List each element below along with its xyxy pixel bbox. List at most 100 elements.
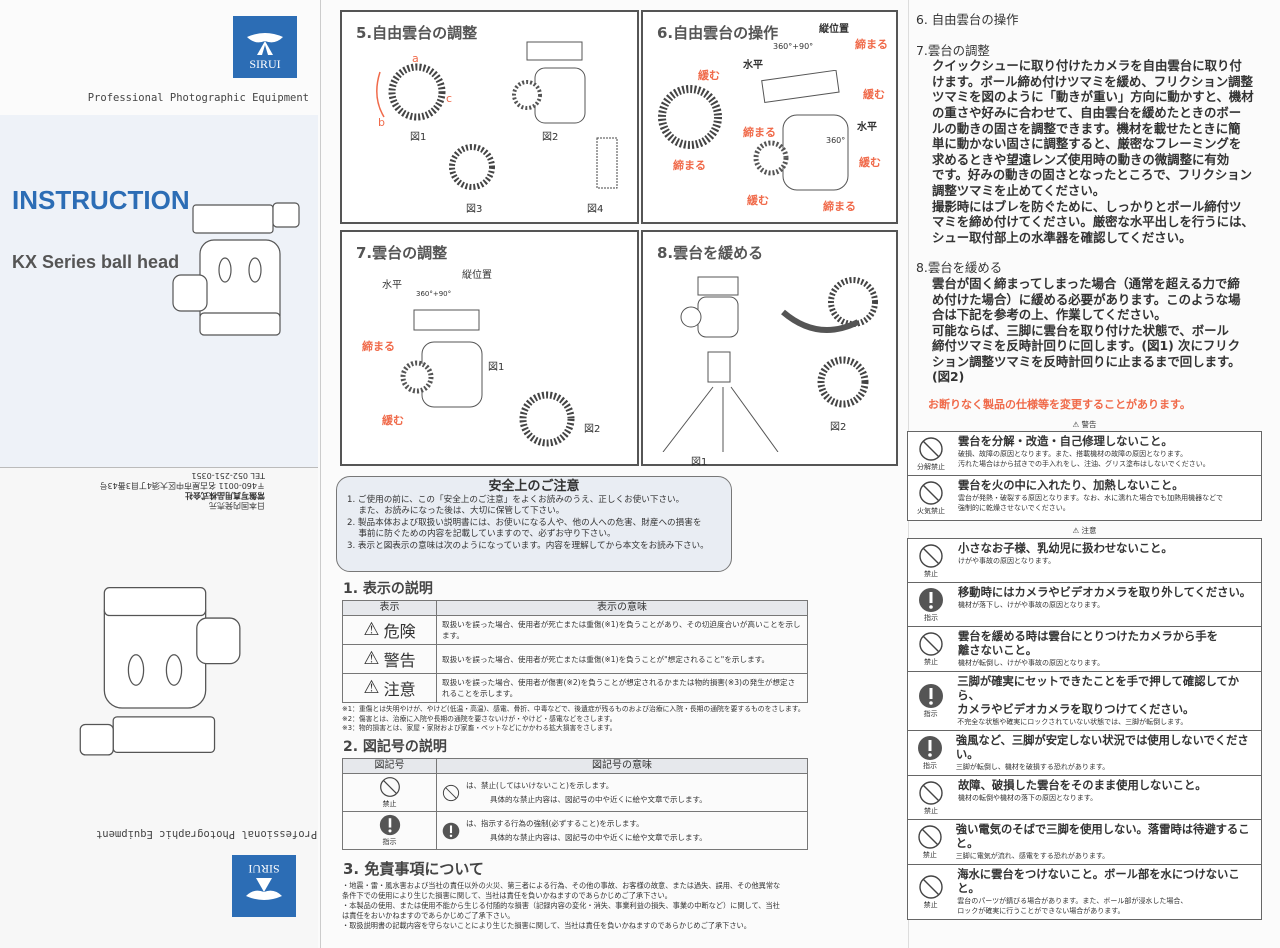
- icon-cell: 指示: [908, 583, 954, 626]
- icon-cell: 禁止: [908, 776, 954, 819]
- safety-item: 事前に防ぐための内容を記載していますので、必ずお守り下さい。: [347, 529, 616, 539]
- angle-label: 360°+90°: [416, 290, 452, 298]
- disclaimer-line: ・本製品の使用、または使用不能から生じる付随的な損害（記録内容の変化・消失、事業…: [342, 901, 780, 910]
- icon-label: 禁止: [924, 658, 938, 666]
- prohibit-icon: [442, 784, 460, 801]
- signal-word-cell: ⚠注意: [342, 673, 437, 703]
- text-cell: 強い電気のそばで三脚を使用しない。落雷時は待避すること。三脚に電気が流れ、感電を…: [952, 820, 1261, 864]
- disclaimer-line: 条件下での使用により生じた損害に関して、当社は責任を負いかねますのであらかじめご…: [342, 891, 672, 900]
- panel-title: 8.雲台を緩める: [657, 244, 764, 262]
- label-horizontal: 水平: [857, 122, 877, 133]
- knob-side-illustration: [596, 137, 618, 189]
- column-header: 図記号: [342, 758, 437, 774]
- fig-label: 図3: [466, 204, 483, 215]
- icon-label: 禁止: [923, 901, 938, 909]
- knob-illustration: [817, 356, 869, 408]
- item-heading: 三脚が確実にセットできたことを手で押して確認してから、: [957, 675, 1240, 702]
- text-cell: 海水に雲台をつけないこと。ボール部を水につけないこと。雲台のパーツが錆びる場合が…: [953, 865, 1261, 919]
- icon-cell: 火気禁止: [908, 476, 954, 520]
- fig-label: 図2: [830, 422, 847, 433]
- angle-label: 360°+90°: [773, 42, 814, 51]
- caution-row: 禁止 海水に雲台をつけないこと。ボール部を水につけないこと。雲台のパーツが錆びる場…: [908, 865, 1261, 919]
- item-detail: けがや事故の原因となります。: [958, 557, 1056, 565]
- item-heading: 小さなお子様、乳幼児に扱わせないこと。: [958, 542, 1173, 555]
- item-detail: 汚れた場合はから拭きでの手入れをし、注油、グリス塗布はしないでください。: [958, 460, 1210, 468]
- instruction-icon: [442, 822, 460, 839]
- column-header: 表示: [342, 600, 437, 616]
- warning-row: 火気禁止雲台を火の中に入れたり、加熱しないこと。雲台が発熱・破裂する原因となりま…: [908, 476, 1261, 520]
- back-tagline: Professional Photographic Equipment: [96, 828, 318, 840]
- logo-mark-icon: [247, 33, 283, 55]
- fig-label: 図1: [691, 457, 708, 468]
- loosen-label: 緩む: [382, 414, 404, 427]
- item-detail: 三脚に電気が流れ、感電をする恐れがあります。: [955, 852, 1110, 860]
- signal-word: ⚠注意: [348, 676, 431, 700]
- ball-head-illustration: [512, 41, 586, 124]
- knob-illustration: [658, 85, 722, 149]
- text-cell: 移動時にはカメラやビデオカメラを取り外してください。機材が落下し、けがや事故の原…: [954, 583, 1255, 626]
- icon-cell: 禁止: [908, 539, 954, 582]
- icon-cell: 指示: [908, 731, 952, 775]
- item-heading: 強い電気のそばで三脚を使用しない。落雷時は待避すること。: [955, 823, 1250, 850]
- symbol-meaning-text: は、禁止(してはいけないこと)を示します。具体的な禁止内容は、図記号の中や近くに…: [466, 780, 707, 805]
- paragraph-line: 雲台が固く締まってしまった場合（通常を超える力で締: [932, 275, 1240, 291]
- warning-table: 分解禁止雲台を分解・改造・自己修理しないこと。破損、故障の原因となります。また、…: [907, 431, 1262, 521]
- item-detail: 機材が転倒し、けがや事故の原因となります。: [958, 659, 1105, 667]
- paragraph-line: め付けた場合）に緩める必要があります。このような場: [932, 291, 1241, 307]
- section-3-title: 3. 免責事項について: [343, 860, 484, 878]
- tighten-label: 締まる: [823, 200, 856, 213]
- icon-cell: 禁止: [908, 865, 953, 919]
- meaning-cell: 取扱いを誤った場合、使用者が死亡または重傷(※1)を負うことが"想定されること"…: [436, 644, 808, 674]
- table-row: ⚠危険 取扱いを誤った場合、使用者が死亡または重傷(※1)を負うことがあり、その切…: [342, 615, 808, 645]
- paragraph-line: 求めるときや望遠レンズ使用時の動きの微調整に有効: [932, 151, 1230, 167]
- spec-change-notice: お断りなく製品の仕様等を変更することがあります。: [928, 398, 1191, 412]
- symbol-table: 図記号図記号の意味 禁止は、禁止(してはいけないこと)を示します。具体的な禁止内…: [342, 758, 808, 850]
- instruction-icon: [918, 684, 943, 708]
- safety-item: また、お読みになった後は、大切に保管して下さい。: [347, 506, 565, 516]
- cover-title: INSTRUCTION: [12, 185, 190, 215]
- icon-cell: 指示: [908, 672, 953, 730]
- heading-6: 6. 自由雲台の操作: [916, 12, 1019, 27]
- symbol-meaning: は、指示する行為の強制(必ずすること)を示します。具体的な禁止内容は、図記号の中…: [442, 818, 802, 843]
- warning-caption-text: 警告: [1081, 420, 1097, 429]
- icon-cell: 禁止: [908, 627, 954, 671]
- loosen-label: 緩む: [698, 69, 720, 82]
- prohibit-icon: [919, 543, 943, 568]
- table-row: ⚠注意取扱いを誤った場合、使用者が傷害(※2)を負うことが想定されるかまたは物的…: [342, 673, 808, 703]
- signal-words-table: 表示表示の意味 ⚠危険取扱いを誤った場合、使用者が死亡または重傷(※1)を負うこ…: [342, 600, 808, 703]
- item-heading: 故障、破損した雲台をそのまま使用しないこと。: [958, 779, 1207, 792]
- knob-illustration: [449, 144, 495, 190]
- label-vertical: 縦位置: [819, 24, 849, 35]
- meaning-line: 具体的な禁止内容は、図記号の中や近くに絵や文章で示します。: [490, 833, 707, 842]
- paragraph-line: ルの動きの固さを調整できます。機材を載せたときに簡: [932, 120, 1241, 136]
- text-cell: 三脚が確実にセットできたことを手で押して確認してから、カメラやビデオカメラを取り…: [953, 672, 1261, 730]
- instruction-icon: [919, 587, 943, 612]
- paragraph-line: の重さや好みに合わせて、自由雲台を緩めたときのボー: [932, 104, 1242, 120]
- safety-item: 2. 製品本体および取扱い説明書には、お使いになる人や、他の人への危害、財産への…: [347, 517, 702, 528]
- item-heading: カメラやビデオカメラを取りつけてください。: [957, 703, 1195, 716]
- icon-label: 指示: [922, 762, 937, 770]
- warning-triangle-icon: ⚠: [363, 619, 380, 640]
- paragraph-line: 単に動かない固さに調整すると、厳密なフレーミングを: [932, 136, 1242, 152]
- caution-caption-text: 注意: [1081, 526, 1097, 535]
- caution-row: 指示三脚が確実にセットできたことを手で押して確認してから、カメラやビデオカメラを…: [908, 672, 1261, 731]
- tripod-illustration: [662, 276, 779, 452]
- icon-cell: 禁止: [908, 820, 952, 864]
- label-vertical: 縦位置: [462, 270, 492, 281]
- prohibit-icon: [379, 777, 400, 797]
- warning-triangle-icon: ⚠: [363, 648, 380, 669]
- address-line: 常盤写真用品株式会社: [185, 491, 265, 500]
- tighten-label: 締まる: [362, 340, 395, 353]
- page-fold: [320, 0, 321, 948]
- paragraph-line: 撮影時にはブレを防ぐために、しっかりとボール締付ツ: [932, 198, 1242, 214]
- signal-word-text: 危険: [383, 622, 416, 641]
- address-line: TEL 052-251-0351: [191, 471, 265, 480]
- disclaimer-text: ・地震・雷・風水害および当社の責任以外の火災、第三者による行為、その他の事故、お…: [342, 881, 812, 931]
- safety-item: 1. ご使用の前に、この「安全上のご注意」をよくお読みのうえ、正しくお使い下さい…: [347, 494, 685, 505]
- footnote: ※1：重傷とは失明やけが、やけど(低温・高温)、感電、骨折、中毒などで、後遺症が…: [342, 705, 805, 713]
- prohibit-icon: [918, 875, 943, 899]
- heading-7: 7.雲台の調整: [916, 42, 990, 58]
- paragraph-line: マミを締め付けてください。厳密な水平出しを行うには、: [932, 214, 1254, 230]
- meaning-cell: 取扱いを誤った場合、使用者が死亡または重傷(※1)を負うことがあり、その切迫度合…: [436, 615, 808, 645]
- caution-caption: ⚠ 注意: [1072, 526, 1097, 535]
